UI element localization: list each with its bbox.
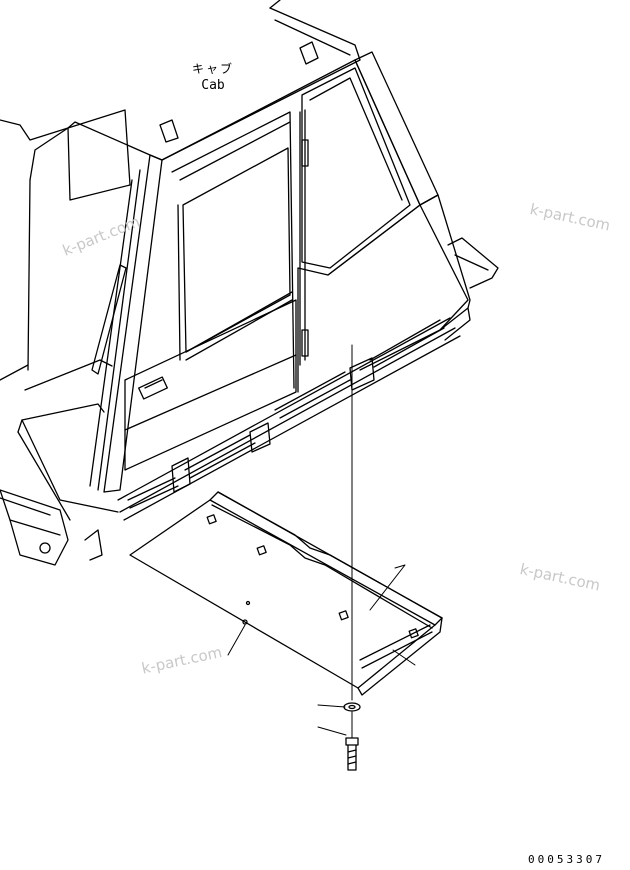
part-label-japanese: キャブ [191, 62, 234, 76]
floor-plate [129, 491, 443, 696]
drawing-number: 00053307 [528, 853, 605, 866]
leader-lines [227, 344, 416, 739]
part-label-english: Cab [201, 78, 225, 93]
cab-body [0, 0, 499, 566]
fasteners [343, 702, 361, 771]
